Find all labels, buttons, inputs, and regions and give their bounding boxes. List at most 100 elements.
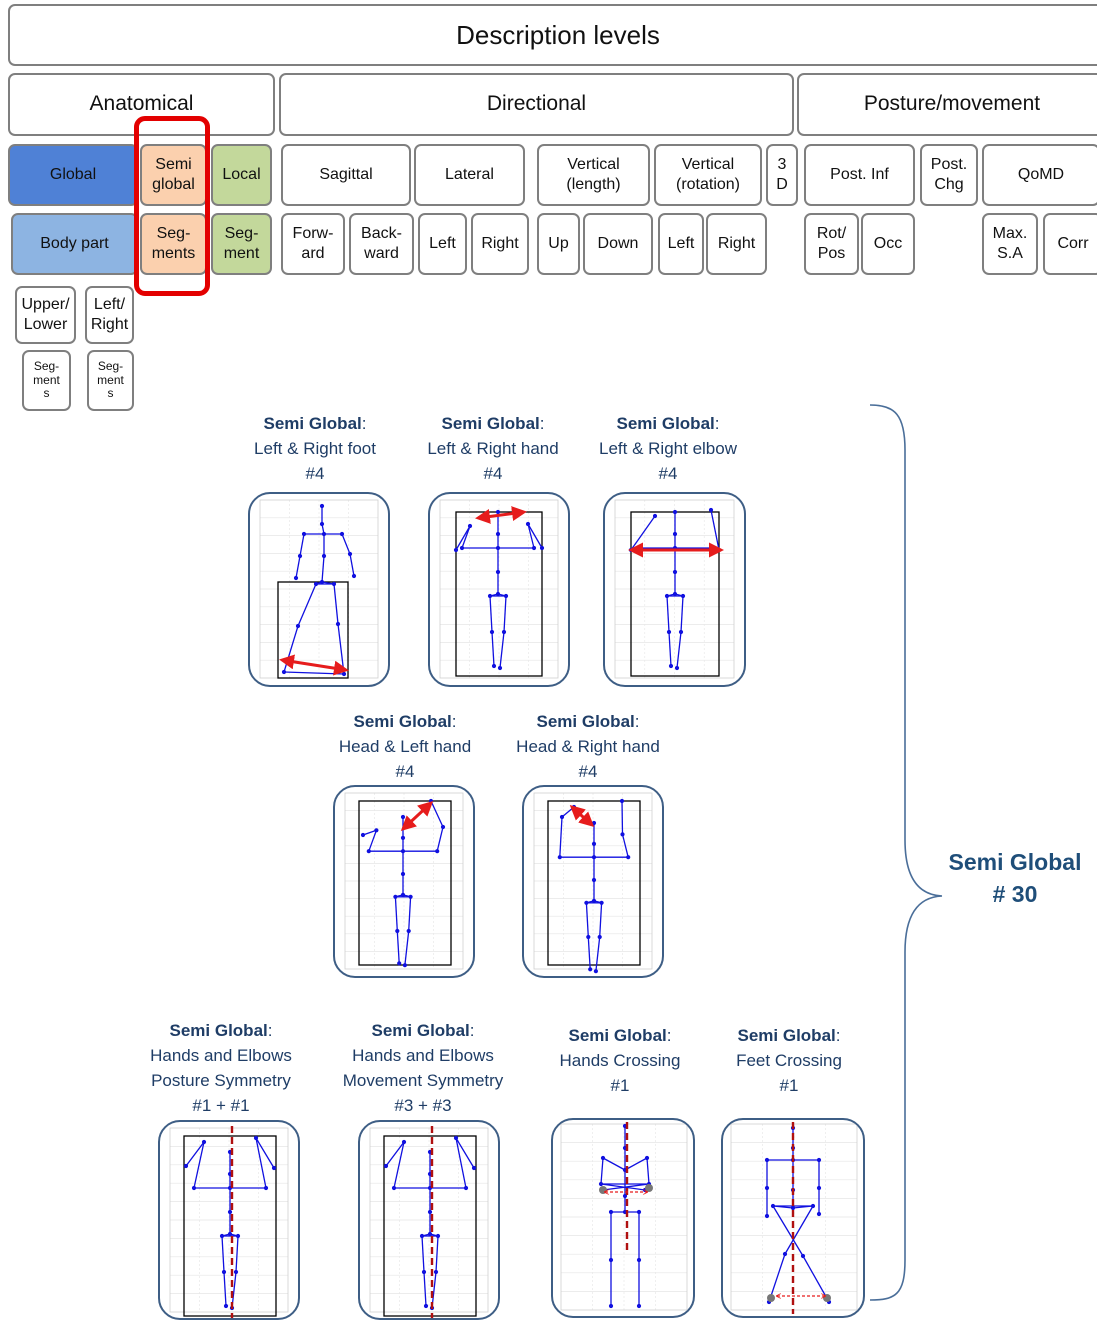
backward-box: Back- ward: [349, 213, 414, 275]
forward-box: Forw- ard: [281, 213, 345, 275]
panel-left-right-foot: [248, 492, 390, 687]
caption-posture-symmetry: Semi Global: Hands and Elbows Posture Sy…: [131, 1018, 311, 1118]
skeleton: [281, 503, 357, 677]
distance-arrow: [279, 654, 349, 676]
caption-title: Semi Global: [536, 712, 635, 731]
skeleton: [183, 1135, 277, 1311]
segments-sub-box-a: Seg- ment s: [22, 350, 71, 411]
distance-arrow: [475, 506, 527, 524]
caption-line: Left & Right elbow: [599, 439, 737, 458]
semi-global-total: Semi Global # 30: [940, 846, 1090, 910]
distance-arrow: [400, 800, 434, 832]
total-count: # 30: [992, 881, 1038, 907]
directional-header: Directional: [279, 73, 794, 136]
caption-title: Semi Global: [568, 1026, 667, 1045]
caption-hand: Semi Global: Left & Right hand #4: [403, 411, 583, 486]
body-part-box: Body part: [11, 213, 138, 275]
semi-global-box: Semi global: [140, 144, 207, 206]
total-label: Semi Global: [948, 849, 1082, 875]
caption-line: Feet Crossing: [736, 1051, 842, 1070]
caption-count: #4: [395, 762, 415, 781]
corr-box: Corr: [1043, 213, 1097, 275]
caption-colon: :: [469, 1021, 475, 1040]
caption-line: Movement Symmetry: [342, 1071, 504, 1090]
down-box: Down: [583, 213, 653, 275]
panel-hands-crossing: [551, 1118, 695, 1318]
caption-elbow: Semi Global: Left & Right elbow #4: [578, 411, 758, 486]
segments-box: Seg- ments: [140, 213, 207, 275]
hand-marker: [599, 1186, 607, 1194]
plot-grid: [369, 1127, 489, 1313]
caption-colon: :: [714, 414, 720, 433]
vertical-rotation-box: Vertical (rotation): [654, 144, 762, 206]
caption-line: Posture Symmetry: [151, 1071, 291, 1090]
caption-count: #4: [483, 464, 503, 483]
caption-line: Head & Left hand: [338, 737, 472, 756]
left-rotation-box: Left: [658, 213, 704, 275]
vertical-length-box: Vertical (length): [537, 144, 650, 206]
curly-brace: [869, 404, 943, 1301]
caption-title: Semi Global: [371, 1021, 470, 1040]
caption-title: Semi Global: [169, 1021, 268, 1040]
caption-colon: :: [539, 414, 545, 433]
rot-pos-box: Rot/ Pos: [804, 213, 859, 275]
bounding-box: [277, 581, 349, 679]
left-right-box: Left/ Right: [85, 286, 134, 344]
plot-grid: [439, 499, 559, 679]
caption-head-left-hand: Semi Global: Head & Left hand #4: [315, 709, 495, 784]
semi-global-highlight-frame: [134, 116, 210, 296]
caption-colon: :: [361, 414, 367, 433]
plot-grid: [169, 1127, 289, 1313]
caption-colon: :: [666, 1026, 672, 1045]
local-box: Local: [211, 144, 272, 206]
caption-line: Hands Crossing: [559, 1051, 681, 1070]
up-box: Up: [537, 213, 580, 275]
skeleton: [453, 509, 545, 671]
caption-line: Hands and Elbows: [150, 1046, 292, 1065]
qomd-box: QoMD: [982, 144, 1097, 206]
plot-grid: [560, 1123, 688, 1311]
distance-arrow: [569, 804, 595, 828]
caption-count: #1 + #1: [192, 1096, 250, 1115]
three-d-box: 3 D: [766, 144, 798, 206]
caption-colon: :: [835, 1026, 841, 1045]
caption-head-right-hand: Semi Global: Head & Right hand #4: [498, 709, 678, 784]
caption-count: #3 + #3: [394, 1096, 452, 1115]
foot-marker: [767, 1294, 775, 1302]
caption-count: #1: [779, 1076, 799, 1095]
caption-title: Semi Global: [353, 712, 452, 731]
caption-count: #4: [578, 762, 598, 781]
panel-head-left-hand: [333, 785, 475, 978]
panel-posture-symmetry: [158, 1120, 300, 1320]
caption-count: #4: [658, 464, 678, 483]
caption-colon: :: [267, 1021, 273, 1040]
caption-title: Semi Global: [616, 414, 715, 433]
max-sa-box: Max. S.A: [982, 213, 1038, 275]
panel-left-right-hand: [428, 492, 570, 687]
right-box: Right: [471, 213, 529, 275]
skeleton: [764, 1125, 832, 1305]
right-rotation-box: Right: [706, 213, 767, 275]
panel-feet-crossing: [721, 1118, 865, 1318]
caption-line: Hands and Elbows: [352, 1046, 494, 1065]
caption-feet-crossing: Semi Global: Feet Crossing #1: [699, 1023, 879, 1098]
caption-title: Semi Global: [441, 414, 540, 433]
caption-foot: Semi Global: Left & Right foot #4: [225, 411, 405, 486]
global-box: Global: [8, 144, 138, 206]
caption-hands-crossing: Semi Global: Hands Crossing #1: [530, 1023, 710, 1098]
skeleton: [557, 798, 631, 974]
upper-lower-box: Upper/ Lower: [15, 286, 76, 344]
plot-grid: [259, 499, 379, 679]
caption-title: Semi Global: [737, 1026, 836, 1045]
post-chg-box: Post. Chg: [920, 144, 978, 206]
caption-colon: :: [451, 712, 457, 731]
skeleton: [598, 1123, 652, 1309]
lateral-box: Lateral: [414, 144, 525, 206]
sagittal-box: Sagittal: [281, 144, 411, 206]
description-levels-header: Description levels: [8, 4, 1097, 66]
caption-line: Left & Right foot: [254, 439, 376, 458]
plot-grid: [344, 792, 464, 970]
caption-colon: :: [634, 712, 640, 731]
panel-movement-symmetry: [358, 1120, 500, 1320]
skeleton: [360, 798, 446, 968]
